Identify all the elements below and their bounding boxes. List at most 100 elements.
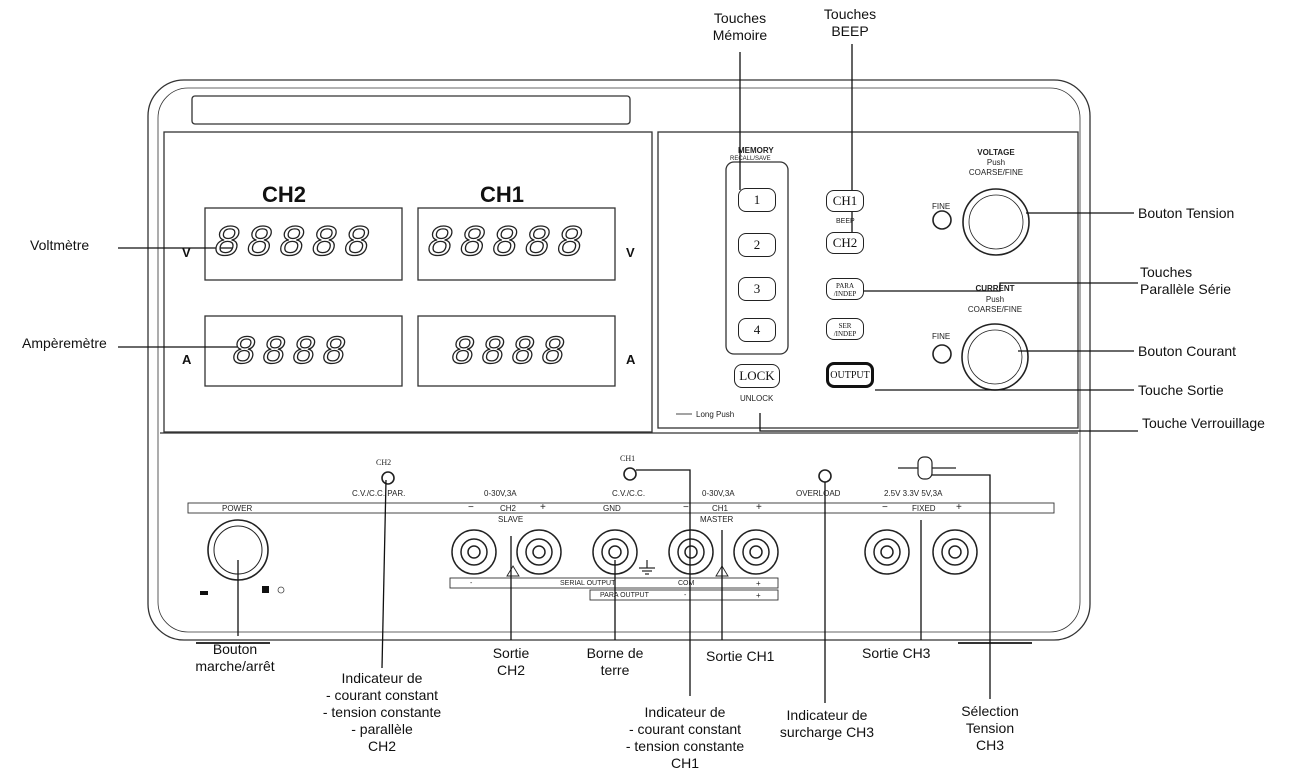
ch1-led-label: CH1 <box>620 454 636 463</box>
chassis-outline <box>147 79 1091 641</box>
fine-current-label: FINE <box>932 332 951 341</box>
volt-unit-left: V <box>182 245 191 260</box>
ch1-voltmeter-window <box>417 207 616 281</box>
ch1-minus-terminal[interactable] <box>668 529 714 575</box>
memory-title: MEMORY <box>738 146 774 155</box>
ch1-plus-terminal[interactable] <box>733 529 779 575</box>
ch2-minus-sign: − <box>468 502 474 513</box>
leader-ch3-select <box>932 474 991 699</box>
fixed-label: FIXED <box>912 504 936 513</box>
serial-output-label: SERIAL OUTPUT <box>560 580 616 587</box>
beep-label: BEEP <box>836 218 855 225</box>
ser-indep-key[interactable]: SER /INDEP <box>826 318 864 340</box>
ch1-led-mode-label: C.V./C.C. <box>612 489 646 498</box>
current-title: CURRENT <box>975 284 1015 293</box>
para-plus-sign: + <box>756 591 761 600</box>
ch2-ammeter-digits: 8888 <box>231 331 353 376</box>
annotation-current-knob: Bouton Courant <box>1138 343 1237 359</box>
top-label-slot <box>191 95 631 125</box>
output-key[interactable]: OUTPUT <box>826 362 874 388</box>
current-knob-inner <box>967 329 1023 385</box>
slave-label: SLAVE <box>498 515 524 524</box>
current-mode: COARSE/FINE <box>967 305 1023 314</box>
memory-key-frame <box>725 161 789 355</box>
para-indep-key[interactable]: PARA /INDEP <box>826 278 864 300</box>
fixed-options-label: 2.5V 3.3V 5V,3A <box>884 489 943 498</box>
lock-key[interactable]: LOCK <box>734 364 780 388</box>
ch1-plus-sign: + <box>756 502 762 513</box>
para-output-bar <box>589 589 779 601</box>
annotation-ch1-output: Sortie CH1 <box>706 648 775 664</box>
ch2-led-mode-label: C.V./C.C. PAR. <box>352 489 406 498</box>
leader-para-serie-keys <box>858 282 1138 292</box>
power-label: POWER <box>222 504 253 513</box>
memory-key-1[interactable]: 1 <box>738 188 776 212</box>
ground-symbol-icon <box>639 560 655 575</box>
amp-unit-left: A <box>182 352 192 367</box>
fine-voltage-label: FINE <box>932 202 951 211</box>
control-panel <box>657 131 1079 429</box>
display-panel <box>163 131 653 433</box>
serial-minus-sign: - <box>470 580 473 587</box>
ch2-cv-cc-led <box>381 471 395 485</box>
ch1-rating: 0-30V,3A <box>702 489 735 498</box>
ch3-voltage-selector[interactable] <box>898 456 956 480</box>
ch2-beep-key[interactable]: CH2 <box>826 232 864 254</box>
amp-unit-right: A <box>626 352 636 367</box>
serial-plus-sign: + <box>756 579 761 588</box>
terminal-label-bar <box>187 502 1055 514</box>
gnd-label: GND <box>603 504 621 513</box>
annotation-ammeter: Ampèremètre <box>22 335 107 351</box>
ch3-minus-sign: − <box>882 502 888 513</box>
voltage-title: VOLTAGE <box>977 148 1015 157</box>
long-push-label: Long Push <box>696 410 735 419</box>
gnd-terminal[interactable] <box>592 529 638 575</box>
ch1-name: CH1 <box>712 504 729 513</box>
ch3-minus-terminal[interactable] <box>864 529 910 575</box>
current-push: Push <box>985 295 1005 304</box>
ch1-cv-cc-led <box>623 467 637 481</box>
annotation-output-key: Touche Sortie <box>1138 382 1224 398</box>
power-off-mark-icon <box>200 591 208 595</box>
para-minus-sign: - <box>684 592 687 599</box>
para-output-label: PARA OUTPUT <box>600 592 649 599</box>
ch2-voltmeter-window <box>204 207 403 281</box>
annotation-ch1-indicator: Indicateur de- courant constant- tension… <box>625 704 745 771</box>
power-on-mark-icon <box>262 586 269 593</box>
annotation-voltmeter: Voltmètre <box>30 237 90 253</box>
power-ring-icon <box>277 586 285 594</box>
voltage-push: Push <box>986 158 1006 167</box>
overload-label: OVERLOAD <box>796 489 841 498</box>
warning-triangle-icon <box>506 565 520 577</box>
ch3-plus-terminal[interactable] <box>932 529 978 575</box>
ch1-beep-key[interactable]: CH1 <box>826 190 864 212</box>
overload-led <box>818 469 832 483</box>
ch2-title: CH2 <box>262 182 307 207</box>
leader-ch1-indicator <box>636 469 691 696</box>
annotation-ch3-output: Sortie CH3 <box>862 645 931 661</box>
voltage-mode: COARSE/FINE <box>968 168 1024 177</box>
ch2-voltmeter-digits: 88888 <box>213 219 377 269</box>
annotation-ch2-indicator: Indicateur de- courant constant- tension… <box>322 670 442 754</box>
ch1-ammeter-digits: 8888 <box>450 331 572 376</box>
ch2-plus-terminal[interactable] <box>516 529 562 575</box>
ch2-minus-terminal[interactable] <box>451 529 497 575</box>
memory-key-4[interactable]: 4 <box>738 318 776 342</box>
ch2-plus-sign: + <box>540 502 546 513</box>
memory-key-2[interactable]: 2 <box>738 233 776 257</box>
unlock-label: UNLOCK <box>740 394 774 403</box>
chassis-inner-outline <box>157 87 1081 633</box>
leader-ch2-indicator <box>381 479 387 669</box>
ch1-minus-sign: − <box>683 502 689 513</box>
leader-lock-key <box>759 413 1138 432</box>
memory-key-3[interactable]: 3 <box>738 277 776 301</box>
ch2-ammeter-window <box>204 315 403 387</box>
ch1-title: CH1 <box>480 182 525 207</box>
